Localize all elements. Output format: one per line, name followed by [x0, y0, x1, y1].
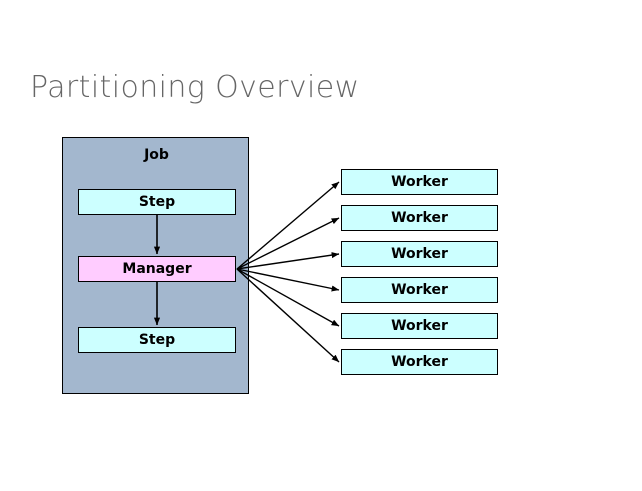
worker-box-6[interactable]: Worker	[341, 349, 498, 375]
manager-box[interactable]: Manager	[78, 256, 236, 282]
connector-manager-to-worker-4	[236, 268, 340, 292]
connector-manager-to-worker-6	[236, 268, 340, 363]
connector-manager-to-worker-1	[236, 181, 340, 270]
worker-box-4[interactable]: Worker	[341, 277, 498, 303]
step-box-bottom[interactable]: Step	[78, 327, 236, 353]
connector-manager-to-worker-3	[236, 252, 340, 270]
connector-manager-to-worker-5	[236, 268, 340, 327]
job-label: Job	[144, 147, 169, 163]
step-box-top[interactable]: Step	[78, 189, 236, 215]
connector-manager-to-worker-2	[236, 217, 340, 270]
worker-box-3[interactable]: Worker	[341, 241, 498, 267]
page-title: Partitioning Overview	[30, 70, 360, 105]
worker-box-1[interactable]: Worker	[341, 169, 498, 195]
worker-box-5[interactable]: Worker	[341, 313, 498, 339]
worker-box-2[interactable]: Worker	[341, 205, 498, 231]
